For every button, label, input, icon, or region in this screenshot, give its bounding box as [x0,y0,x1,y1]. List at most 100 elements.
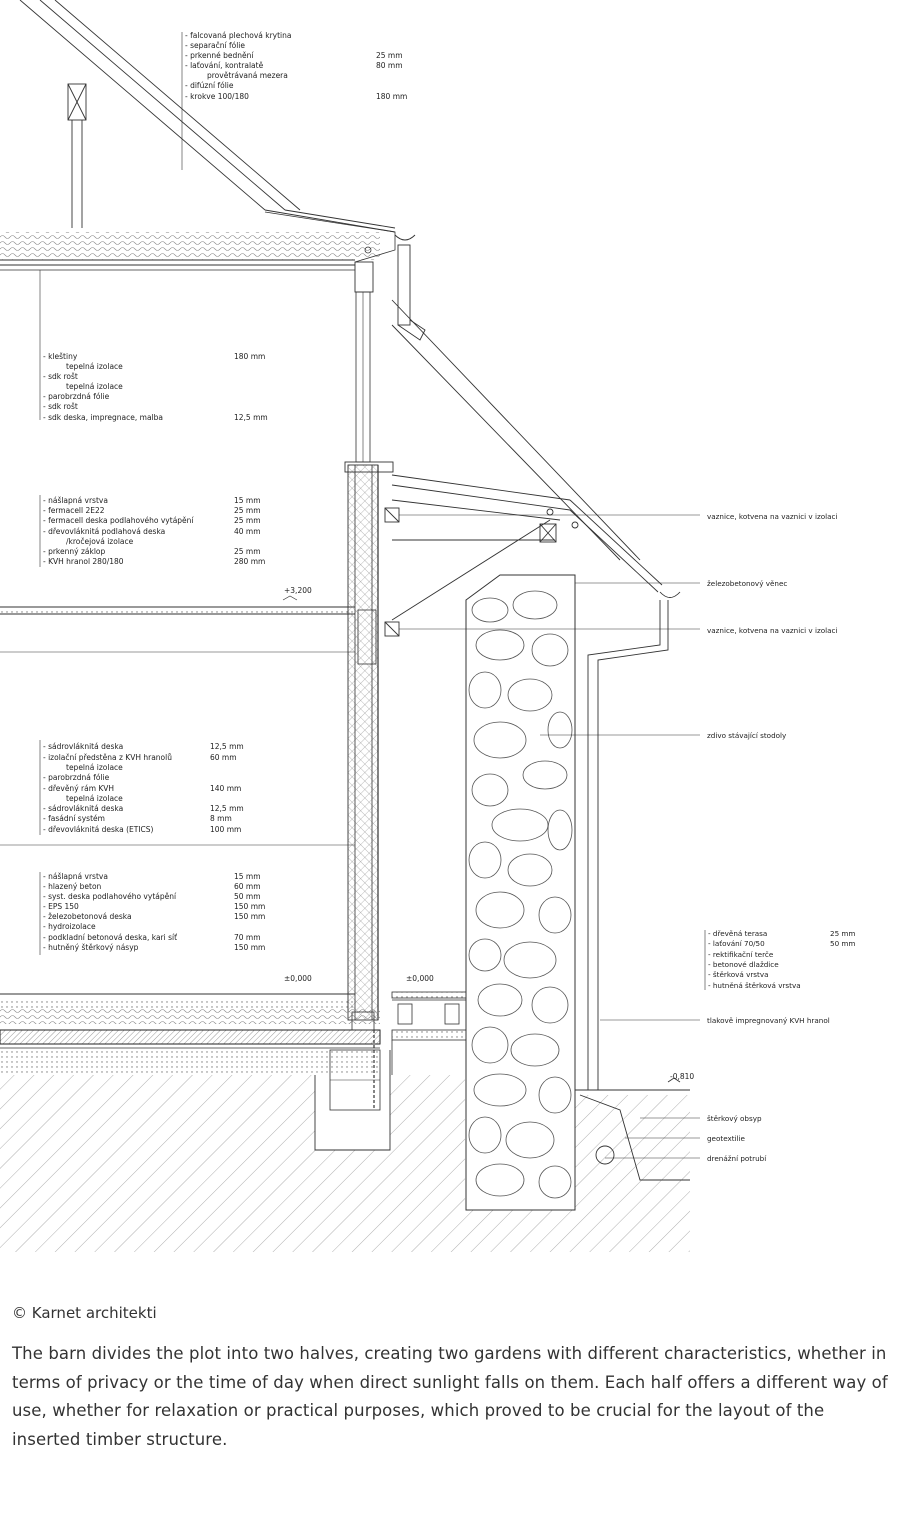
wall-value: 60 mm [210,753,237,762]
ground-label: - hutněný štěrkový násyp [43,943,139,952]
construction-section-drawing: - falcovaná plechová krytina - separační… [0,0,855,1252]
wall-label: tepelná izolace [66,763,123,772]
leader-lines [0,32,706,1159]
floor-value: 25 mm [234,547,261,556]
wall-label-group: - sádrovláknitá deska 12,5 mm - izolační… [43,742,244,834]
ground-value: 150 mm [234,902,265,911]
roof-label-group: - falcovaná plechová krytina - separační… [185,31,407,101]
wall-label: - dřevěný rám KVH [43,784,114,793]
ground-hatch [0,1075,690,1252]
terrace-label: - hutněná štěrková vrstva [708,981,801,990]
wall-label: - fasádní systém [43,814,105,823]
wall-label: tepelná izolace [66,794,123,803]
article-paragraph: The barn divides the plot into two halve… [12,1344,888,1449]
roof-label: - separační fólie [185,41,245,50]
ground-value: 150 mm [234,912,265,921]
floor-label: - KVH hranol 280/180 [43,557,124,566]
roof-label: - krokve 100/180 [185,92,249,101]
ground-label: - podkladní betonová deska, kari síť [43,933,177,942]
ground-value: 70 mm [234,933,261,942]
wall-value: 140 mm [210,784,241,793]
roof-label: provětrávaná mezera [207,71,288,80]
ceiling-label: - sdk deska, impregnace, malba [43,413,163,422]
roof-label: - difúzní fólie [185,81,234,90]
level-ground-inside: ±0,000 [284,974,312,983]
geotextile-label: geotextilie [707,1134,746,1143]
floor-label: - prkenný záklop [43,547,106,556]
level-terrain: -0,810 [670,1072,694,1081]
ceiling-value: 12,5 mm [234,413,268,422]
terrace-label: - štěrková vrstva [708,970,769,979]
ceiling-label: tepelná izolace [66,362,123,371]
ring-beam-label: železobetonový věnec [707,579,787,588]
purlin-upper-label: vaznice, kotvena na vaznici v izolaci [707,512,837,521]
wall-value: 12,5 mm [210,804,244,813]
ceiling-label: tepelná izolace [66,382,123,391]
level-upper: +3,200 [284,586,312,595]
floor-value: 25 mm [234,506,261,515]
ceiling-label: - kleštiny [43,352,78,361]
roof-value: 25 mm [376,51,403,60]
upper-floor [0,595,355,653]
floor-value: 280 mm [234,557,265,566]
floor-label: /kročejová izolace [66,537,134,546]
roof-value: 180 mm [376,92,407,101]
purlin-lower-label: vaznice, kotvena na vaznici v izolaci [707,626,837,635]
ground-value: 60 mm [234,882,261,891]
floor-label-group: - nášlapná vrstva 15 mm - fermacell 2E22… [43,496,265,566]
ground-label: - hydroizolace [43,922,96,931]
floor-value: 15 mm [234,496,261,505]
ground-value: 50 mm [234,892,261,901]
drain-label: drenážní potrubí [707,1154,767,1163]
wall-label: - sádrovláknitá deska [43,804,123,813]
lower-gutter [587,591,681,1090]
floor-label: - nášlapná vrstva [43,496,108,505]
ceiling-value: 180 mm [234,352,265,361]
beam-label: tlakově impregnovaný KVH hranol [707,1016,830,1025]
terrace-label: - betonové dlaždice [708,960,779,969]
floor-value: 25 mm [234,516,261,525]
ground-label-group: - nášlapná vrstva 15 mm - hlazený beton … [43,872,265,952]
level-markers: +3,200 ±0,000 ±0,000 -0,810 [284,586,694,1081]
terrace-value: 50 mm [830,939,855,948]
floor-label: - fermacell deska podlahového vytápění [43,516,194,525]
barn-wall-label: zdivo stávající stodoly [707,731,787,740]
roof-label: - laťování, kontralatě [185,61,264,70]
ceiling-label: - sdk rošt [43,372,78,381]
terrace-label: - rektifikační terče [708,950,774,959]
wall-value: 12,5 mm [210,742,244,751]
terrace [391,991,467,1075]
ground-label: - hlazený beton [43,882,102,891]
terrain [575,1077,690,1181]
ground-label: - EPS 150 [43,902,79,911]
terrace-label: - dřevěná terasa [708,929,767,938]
exterior-wall [344,291,394,1021]
roof-label: - falcovaná plechová krytina [185,31,291,40]
upper-gutter [394,234,426,341]
terrace-label-group: - dřevěná terasa 25 mm - laťování 70/50 … [708,929,855,990]
ground-value: 15 mm [234,872,261,881]
ground-value: 150 mm [234,943,265,952]
lower-roof [384,299,663,637]
roof-value: 80 mm [376,61,403,70]
ceiling-label: - parobrzdná fólie [43,392,110,401]
wall-label: - parobrzdná fólie [43,773,110,782]
stone-barn-wall [465,574,576,1211]
wall-label: - dřevovláknitá deska (ETICS) [43,825,154,834]
attic-insulation [0,211,396,293]
wall-value: 100 mm [210,825,241,834]
ground-label: - nášlapná vrstva [43,872,108,881]
terrace-label: - laťování 70/50 [708,939,765,948]
ground-label: - železobetonová deska [43,912,132,921]
wall-value: 8 mm [210,814,232,823]
wall-label: - sádrovláknitá deska [43,742,123,751]
floor-label: - fermacell 2E22 [43,506,105,515]
ground-slab [0,993,391,1151]
gravel-label: štěrkový obsyp [707,1114,762,1123]
ceiling-label: - sdk rošt [43,402,78,411]
image-caption: © Karnet architekti [12,1304,157,1322]
floor-label: - dřevovláknitá podlahová deska [43,527,165,536]
roof-structure [19,0,396,233]
level-ground-terrace: ±0,000 [406,974,434,983]
ground-label: - syst. deska podlahového vytápění [43,892,177,901]
